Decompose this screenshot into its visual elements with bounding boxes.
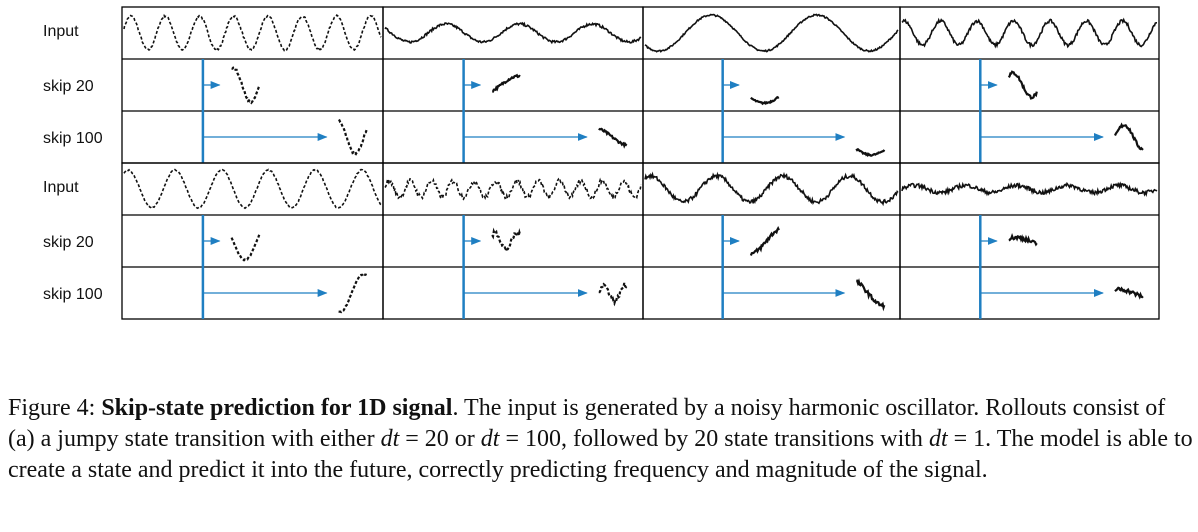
input-signal-r2c2 — [384, 176, 642, 203]
row-label-skip20-top: skip 20 — [43, 78, 94, 95]
predicted-signal-r2c1-skip100 — [338, 271, 368, 314]
row-label-skip100-bottom: skip 100 — [43, 286, 103, 303]
caption-math-2: dt — [480, 426, 500, 452]
panel-frame-r2c1 — [121, 162, 384, 320]
input-signal-r1c3 — [644, 13, 899, 53]
panel-frame-r1c1 — [121, 6, 384, 164]
predicted-signal-r1c3-skip100 — [855, 147, 886, 158]
caption-math-1: dt — [380, 426, 400, 452]
predicted-signal-r1c1-skip20 — [231, 66, 261, 105]
caption-title: Skip-state prediction for 1D signal — [101, 395, 453, 421]
figure-caption: Figure 4: Skip-state prediction for 1D s… — [8, 393, 1194, 486]
caption-math-3: dt — [928, 426, 948, 452]
row-label-skip20-bottom: skip 20 — [43, 234, 94, 251]
caption-text-4: = 1. The model is able to create a state… — [8, 426, 1193, 483]
panel-frame-r1c2 — [382, 6, 644, 164]
predicted-signal-r2c3-skip100 — [856, 278, 886, 312]
predicted-signal-r1c3-skip20 — [750, 95, 780, 106]
panel-frame-r2c3 — [642, 162, 901, 320]
predicted-signal-r1c2-skip20 — [491, 73, 521, 93]
predicted-signal-r1c1-skip100 — [337, 118, 368, 156]
input-signal-r1c1 — [123, 13, 382, 53]
caption-text-3: = 100, followed by 20 state transitions … — [499, 426, 929, 452]
skip-state-figure: Input skip 20 skip 100 Input skip 20 ski… — [43, 6, 1160, 320]
input-signal-r2c3 — [644, 171, 899, 207]
input-signal-r1c4 — [901, 17, 1157, 49]
row-label-skip100-top: skip 100 — [43, 130, 103, 147]
caption-text-2: = 20 or — [399, 426, 481, 452]
predicted-signal-r1c4-skip20 — [1007, 70, 1038, 100]
panel-frame-r2c4 — [899, 162, 1160, 320]
predicted-signal-r2c2-skip20 — [491, 227, 522, 251]
predicted-signal-r1c2-skip100 — [598, 127, 628, 149]
predicted-signal-r2c1-skip20 — [230, 233, 261, 262]
row-label-input-bottom: Input — [43, 179, 79, 196]
predicted-signal-r2c4-skip20 — [1008, 232, 1038, 247]
panel-grid — [121, 6, 1160, 320]
row-label-input-top: Input — [43, 23, 79, 40]
input-signal-r2c4 — [901, 181, 1158, 198]
predicted-signal-r2c4-skip100 — [1114, 286, 1144, 300]
predicted-signal-r1c4-skip100 — [1114, 122, 1144, 151]
predicted-signal-r2c2-skip100 — [598, 282, 628, 307]
predicted-signal-r2c3-skip20 — [749, 226, 780, 256]
panel-frame-r1c4 — [899, 6, 1160, 164]
input-signal-r2c1 — [123, 168, 382, 210]
input-signal-r1c2 — [384, 21, 642, 45]
panel-frame-r1c3 — [642, 6, 901, 164]
caption-label: Figure 4: — [8, 395, 102, 421]
caption-text-1: . The input is generated by a noisy harm… — [8, 395, 1166, 452]
